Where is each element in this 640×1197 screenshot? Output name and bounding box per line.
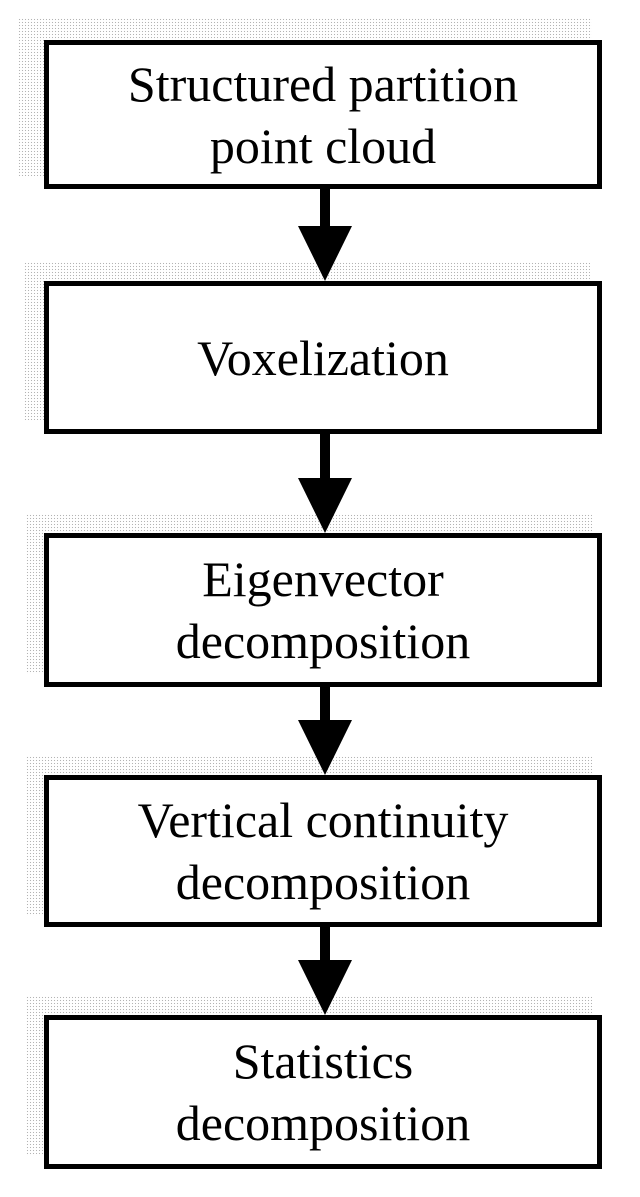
step-1-line-2: point cloud <box>209 117 437 174</box>
arrow-1-head <box>298 226 352 281</box>
step-voxelization: Voxelization <box>44 281 602 434</box>
step-4-line-2: decomposition <box>175 854 471 910</box>
step-5-line-1: Statistics <box>232 1033 414 1089</box>
step-1-line-1: Structured partition <box>127 55 519 112</box>
step-3-line-2: decomposition <box>175 613 471 669</box>
step-structured-partition-point-cloud: Structured partition point cloud <box>44 40 602 189</box>
step-2-line-1: Voxelization <box>197 329 449 386</box>
step-vertical-continuity-decomposition: Vertical continuity decomposition <box>44 775 602 927</box>
arrow-4-head <box>298 960 352 1015</box>
step-4-line-1: Vertical continuity <box>137 792 509 848</box>
arrow-2-head <box>298 478 352 533</box>
step-statistics-decomposition: Statistics decomposition <box>44 1015 602 1169</box>
step-eigenvector-decomposition: Eigenvector decomposition <box>44 533 602 687</box>
step-5-line-2: decomposition <box>175 1095 471 1151</box>
step-3-line-1: Eigenvector <box>202 551 444 607</box>
arrow-3-head <box>298 720 352 775</box>
